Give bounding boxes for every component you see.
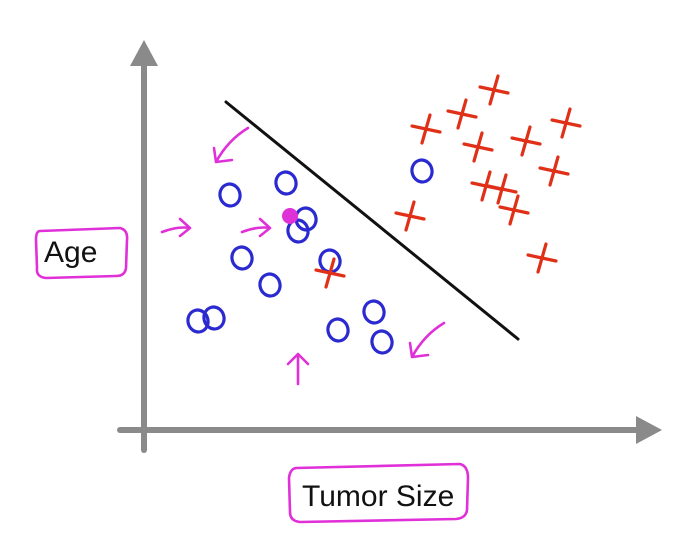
x-axis-label: Tumor Size: [302, 480, 454, 513]
decision-boundary-group: [224, 100, 520, 341]
cross-point: [446, 98, 478, 130]
circle-point: [294, 206, 318, 232]
cross-point: [486, 173, 518, 205]
cross-point: [526, 242, 558, 274]
cross-point: [462, 131, 494, 163]
circle-point: [186, 308, 210, 334]
cross-point: [478, 74, 510, 106]
circle-point: [326, 317, 350, 343]
circle-point: [410, 158, 434, 184]
annotation-arrow: [240, 217, 272, 238]
decision-boundary: [224, 100, 520, 341]
y-axis-label: Age: [44, 236, 97, 269]
circle-point: [362, 299, 386, 325]
axes: [117, 40, 662, 453]
cross-point: [498, 194, 530, 226]
data-points: [186, 74, 582, 355]
cross-point: [394, 200, 426, 232]
cross-point: [550, 107, 582, 139]
annotation-arrow: [408, 321, 446, 359]
circle-point: [202, 305, 226, 331]
annotation-arrows: [160, 126, 446, 386]
annotation-arrow: [160, 217, 192, 238]
cross-point: [410, 113, 442, 145]
y-axis-label-group: Age: [34, 226, 129, 280]
circle-point: [274, 170, 298, 196]
annotation-arrow: [212, 126, 250, 164]
circle-point: [230, 245, 254, 271]
x-axis-label-group: Tumor Size: [287, 462, 470, 524]
circle-point: [318, 248, 342, 274]
y-axis-arrowhead: [130, 40, 158, 66]
circle-point: [370, 329, 394, 355]
cross-point: [538, 155, 570, 187]
circle-point: [258, 272, 282, 298]
x-axis-label-box: [287, 462, 470, 524]
annotation-arrow: [286, 352, 310, 386]
x-axis-arrowhead: [636, 416, 662, 444]
cross-point: [510, 125, 542, 157]
cross-point: [470, 170, 502, 202]
cross-point: [314, 257, 346, 289]
highlighted-point: [282, 208, 298, 224]
circle-point: [218, 182, 242, 208]
y-axis-label-box: [34, 226, 129, 280]
